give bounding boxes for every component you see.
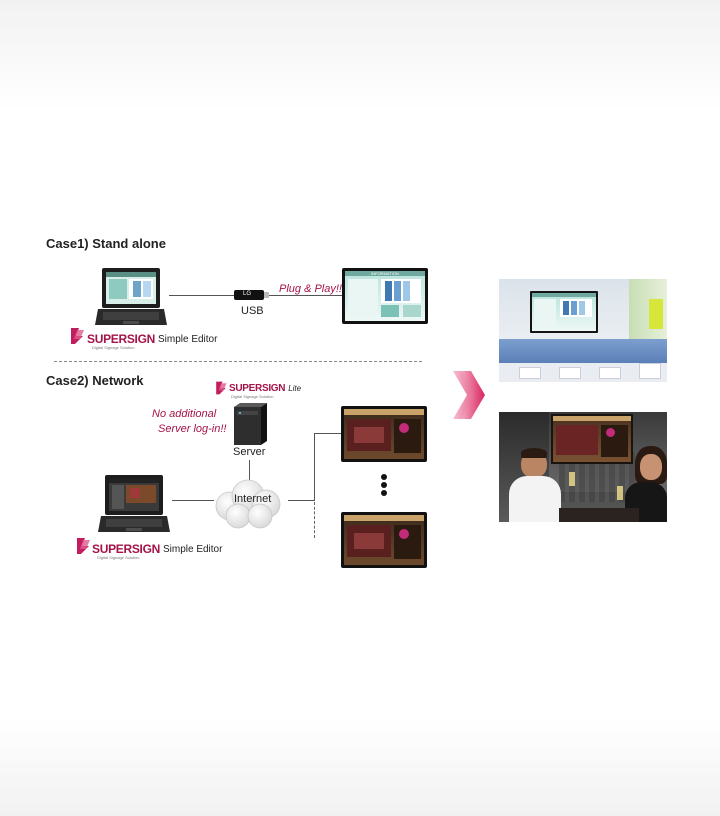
server-label: Server (233, 446, 266, 458)
supersign-lite-logo-icon (216, 381, 227, 395)
simple-editor-label: Simple Editor (162, 543, 223, 555)
restaurant-photo (499, 412, 667, 522)
section-divider (54, 361, 422, 362)
branch-top-line (314, 433, 342, 434)
laptop-cloud-line (172, 500, 214, 501)
supersign-word: SUPERSIGN (87, 332, 155, 346)
supersign-tagline: Digital Signage Solution (231, 394, 274, 399)
no-login-note-line1: No additional (152, 408, 217, 420)
restaurant-display (341, 512, 427, 568)
chevron-arrow-icon (453, 371, 485, 419)
restaurant-display (341, 406, 427, 462)
case2-heading: Case2) Network (46, 373, 144, 388)
supersign-logo-case1: SUPERSIGN Simple Editor (87, 332, 217, 346)
office-lobby-photo (499, 279, 667, 382)
ellipsis-dot (381, 482, 387, 488)
usb-label: USB (241, 305, 264, 317)
case1-heading: Case1) Stand alone (46, 236, 166, 251)
usb-stick-icon: LG (234, 290, 264, 300)
laptop-icon (95, 268, 167, 325)
info-title: INFORMATION (371, 271, 399, 276)
ellipsis-dot (381, 474, 387, 480)
branch-dashed-line (314, 502, 315, 538)
simple-editor-label: Simple Editor (157, 333, 218, 345)
supersign-word: SUPERSIGN (92, 542, 160, 556)
supersign-lite-logo: SUPERSIGN Lite (229, 383, 301, 394)
cloud-icon (215, 479, 281, 529)
cloud-branch-line (288, 500, 314, 501)
usb-plug-icon (264, 292, 269, 298)
laptop-icon (98, 475, 170, 532)
supersign-tagline: Digital Signage Solution (97, 555, 140, 560)
info-display-screen: INFORMATION (345, 271, 425, 321)
supersign-logo-icon (71, 328, 84, 344)
supersign-logo-case2: SUPERSIGN Simple Editor (92, 542, 222, 556)
server-tower-icon (234, 403, 267, 445)
ellipsis-dot (381, 490, 387, 496)
internet-label: Internet (234, 493, 272, 505)
supersign-tagline: Digital Signage Solution (92, 345, 135, 350)
branch-vertical-line (314, 433, 315, 501)
server-cloud-line (249, 460, 250, 482)
supersign-word: SUPERSIGN (229, 383, 286, 394)
usb-stick-label: LG (243, 291, 252, 297)
supersign-logo-icon (77, 538, 90, 554)
lite-label: Lite (288, 384, 302, 393)
info-display: INFORMATION (342, 268, 428, 324)
no-login-note-line2: Server log-in!! (158, 423, 227, 435)
plug-play-text: Plug & Play!! (279, 283, 342, 295)
